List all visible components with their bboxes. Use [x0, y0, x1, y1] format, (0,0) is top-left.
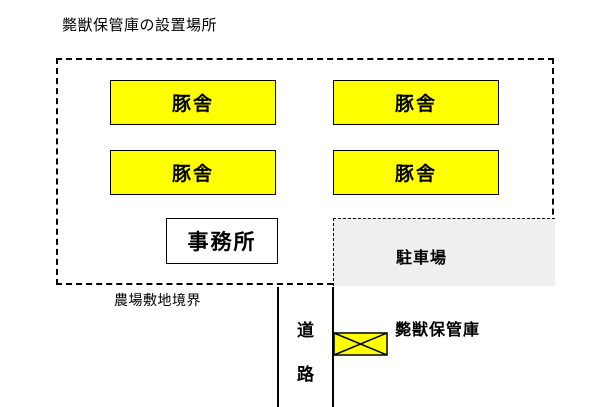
road-label-bottom: 路	[297, 365, 314, 385]
road	[277, 287, 334, 407]
carcass-storage-label: 斃獣保管庫	[395, 320, 481, 339]
farm-boundary-label: 農場敷地境界	[114, 293, 201, 309]
office-label: 事務所	[187, 230, 257, 254]
barn-1-label: 豚舎	[171, 93, 214, 115]
farm-boundary-outline	[56, 58, 554, 285]
barn-2-label: 豚舎	[394, 93, 437, 115]
parking-label: 駐車場	[396, 248, 448, 267]
office-building: 事務所	[166, 218, 278, 264]
barn-4-label: 豚舎	[394, 163, 437, 185]
parking-area	[333, 218, 555, 286]
barn-2: 豚舎	[333, 80, 499, 125]
barn-3-label: 豚舎	[171, 163, 214, 185]
barn-4: 豚舎	[333, 150, 499, 195]
barn-3: 豚舎	[110, 150, 276, 195]
diagram-title: 斃獣保管庫の設置場所	[62, 16, 218, 34]
barn-1: 豚舎	[110, 80, 276, 125]
road-label-top: 道	[297, 321, 314, 341]
carcass-storage-icon	[333, 332, 388, 356]
